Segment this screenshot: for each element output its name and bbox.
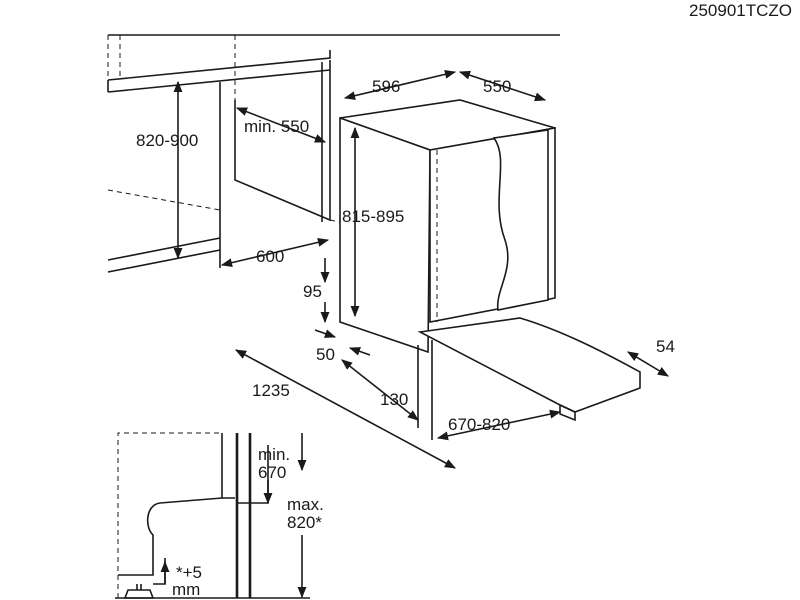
detail-min-value: 670	[258, 463, 286, 482]
detail-adjust-unit: mm	[172, 580, 200, 599]
dimension-lines	[173, 69, 669, 469]
dim-depth: 550	[483, 77, 511, 96]
dim-plinth-height: 95	[303, 282, 322, 301]
door-hinge-detail	[115, 432, 310, 599]
dim-niche-height: 820-900	[136, 131, 198, 150]
dishwasher-body	[339, 99, 641, 422]
detail-min-label: min.	[258, 445, 290, 464]
dim-width: 596	[372, 77, 400, 96]
dim-door-slide: 54	[656, 337, 675, 356]
dim-niche-min-depth: min. 550	[244, 117, 309, 136]
dim-door-height: 670-820	[448, 415, 510, 434]
dim-plinth-depth: 50	[316, 345, 335, 364]
detail-max-value: 820*	[287, 513, 322, 532]
detail-max-label: max.	[287, 495, 324, 514]
detail-adjust-value: *+5	[176, 563, 202, 582]
drawing-code: 250901TCZO	[689, 1, 792, 20]
dim-niche-width: 600	[256, 247, 284, 266]
dim-appliance-height: 815-895	[342, 207, 404, 226]
dim-kick-offset: 130	[380, 390, 408, 409]
dim-door-open-depth: 1235	[252, 381, 290, 400]
